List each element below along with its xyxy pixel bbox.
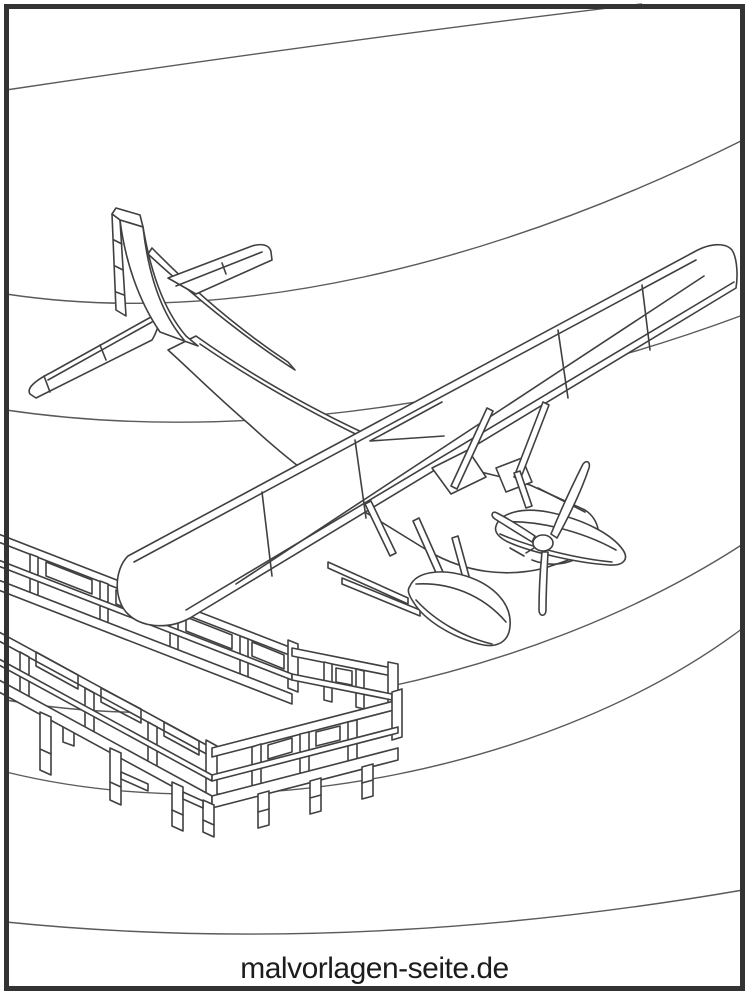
spreader-bar [341,577,421,617]
dock-cross-brace [182,791,204,809]
seaplane-right-stabilizer [167,243,273,295]
dock-pilings [39,711,374,838]
wave-line [5,3,643,91]
seaplane-vertical-stabilizer [111,207,199,347]
wing-root-notch [369,401,445,442]
wing-rib-line [641,284,651,351]
wave-line [5,889,744,935]
railing-panel [35,651,79,690]
seaplane-left-float [407,571,511,647]
propeller-blade [491,511,536,543]
wave-line [5,314,744,423]
propeller-blade [550,460,591,539]
wing-rib-line [354,439,367,519]
seaplane-float-struts [327,470,533,617]
railing-panel [315,725,341,747]
propeller-blade [538,551,549,617]
railing-panel [185,616,233,650]
railing-panel [100,687,142,724]
railing-panel [267,737,293,760]
wave-line [5,139,744,304]
dock-cross-brace [120,771,149,792]
spinner [532,534,554,552]
seaplane-group [28,207,738,647]
railing-panel [335,667,353,686]
railing-panel [251,641,285,670]
seaplane-main-wing [116,243,738,627]
dock-near-railing [0,631,218,809]
seaplane-left-stabilizer [28,311,161,399]
frame-border [4,4,745,991]
seaplane-rudder [111,213,127,317]
wing-rib-line [557,329,569,399]
dock-near-return-railing [211,688,403,809]
railing-panel [163,721,200,756]
wing-rib-line [261,491,273,577]
railing-panel [45,561,93,595]
seaplane-propeller [491,460,591,617]
spreader-bar [327,561,409,605]
site-caption: malvorlagen-seite.de [240,952,509,985]
